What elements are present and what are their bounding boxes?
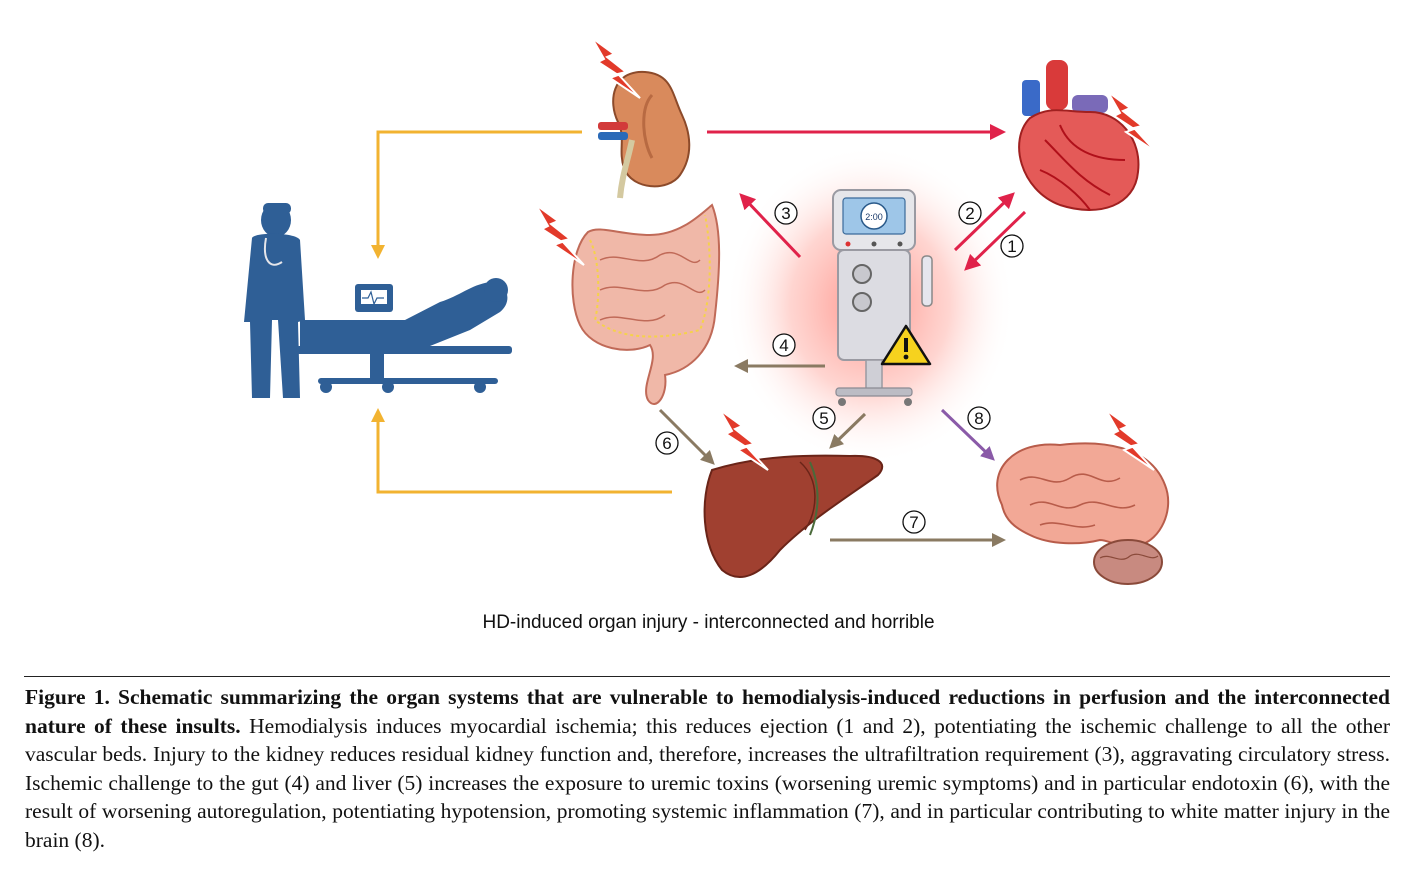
warning-icon	[880, 324, 932, 366]
svg-text:3: 3	[781, 204, 790, 223]
intestine-icon	[571, 203, 721, 405]
dialysis-timer: 2:00	[865, 212, 883, 222]
brown-arrows	[658, 359, 1006, 547]
svg-text:2: 2	[965, 204, 974, 223]
lightning-icon	[535, 204, 585, 266]
caption-body: Hemodialysis induces myocardial ischemia…	[25, 713, 1390, 852]
svg-text:8: 8	[974, 409, 983, 428]
label-8: 8	[967, 406, 991, 430]
svg-text:7: 7	[909, 513, 918, 532]
svg-text:5: 5	[819, 409, 828, 428]
arrow-to-brain	[940, 408, 995, 461]
red-arrows	[739, 192, 1027, 271]
dialysis-machine-icon: 2:00	[832, 189, 933, 406]
figure-subtitle: HD-induced organ injury - interconnected…	[482, 612, 935, 633]
arrow-number-labels: 1 2 3 4 5 6 7 8	[655, 201, 1024, 534]
svg-text:1: 1	[1007, 237, 1016, 256]
lightning-icon	[719, 409, 769, 471]
liver-icon	[703, 454, 884, 579]
label-7: 7	[902, 510, 926, 534]
yellow-feedback-arrows	[371, 130, 672, 494]
label-1: 1	[1000, 234, 1024, 258]
caption-divider	[24, 676, 1390, 677]
svg-text:6: 6	[662, 434, 671, 453]
label-4: 4	[772, 333, 796, 357]
label-5: 5	[812, 406, 836, 430]
patient-bed-icon	[296, 278, 512, 393]
figure-caption: Figure 1. Schematic summarizing the orga…	[25, 683, 1390, 854]
organ-injury-diagram: 1 2 3 4 5 6 7 8 2:00	[244, 37, 1170, 585]
kidney-icon	[598, 70, 691, 199]
label-3: 3	[774, 201, 798, 225]
label-6: 6	[655, 431, 679, 455]
brain-icon	[996, 442, 1170, 585]
label-2: 2	[958, 201, 982, 225]
heart-icon	[1018, 60, 1140, 211]
caption-title: Figure 1. Schematic summarizing the orga…	[25, 685, 1390, 738]
svg-text:4: 4	[779, 336, 788, 355]
clinician-icon	[244, 203, 305, 398]
